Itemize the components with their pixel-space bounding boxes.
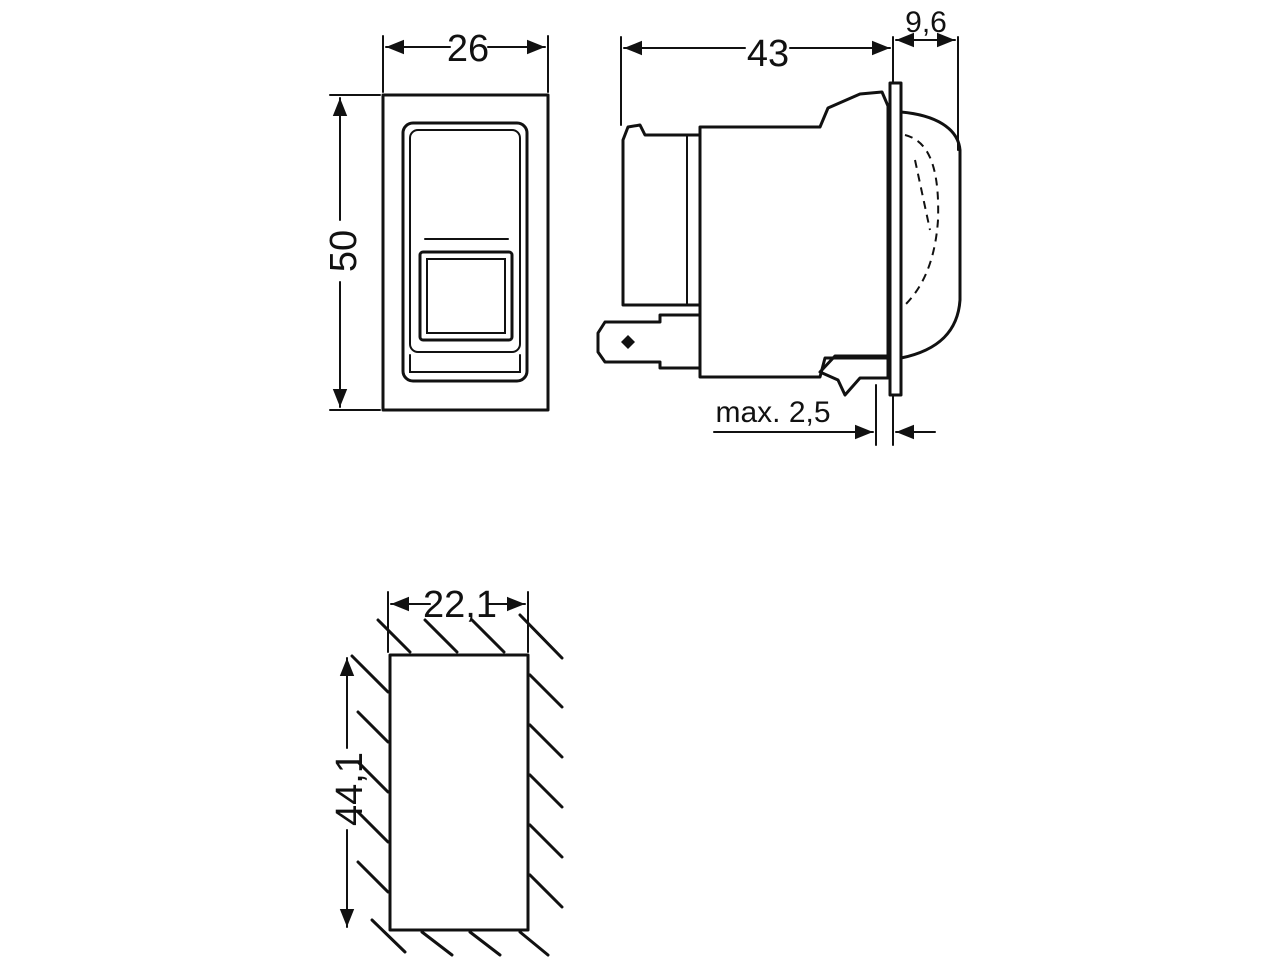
front-view: 26 50 [323, 28, 550, 412]
dim-side-bezel: 9,6 [905, 6, 947, 39]
rocker-lower-edge [409, 354, 521, 373]
terminal-blade [596, 313, 702, 370]
rocker-dome [899, 110, 962, 360]
cutout-opening [388, 653, 530, 932]
side-housing [698, 90, 890, 379]
indicator-window-outer [418, 250, 514, 342]
dim-cutout-height: 44,1 [329, 752, 371, 826]
rocker-inner [409, 129, 521, 353]
retaining-clip [818, 354, 890, 397]
side-bezel-plate [888, 81, 903, 397]
dim-front-width: 26 [447, 28, 489, 70]
cutout-hatching [350, 613, 564, 957]
rocker-dome-hidden [904, 134, 940, 306]
rocker-outer [401, 121, 529, 383]
dim-panel-thickness: max. 2,5 [715, 396, 830, 429]
panel-cutout: 22,1 44,1 [329, 584, 564, 957]
rear-connector [621, 123, 702, 307]
front-bezel [381, 93, 550, 412]
dim-front-height: 50 [323, 230, 365, 272]
dim-side-depth: 43 [747, 33, 789, 75]
terminal-diamond [621, 335, 635, 349]
indicator-window-inner [426, 258, 506, 334]
side-view: 43 9,6 max. 2,5 [596, 6, 962, 446]
dim-cutout-width: 22,1 [423, 584, 497, 626]
